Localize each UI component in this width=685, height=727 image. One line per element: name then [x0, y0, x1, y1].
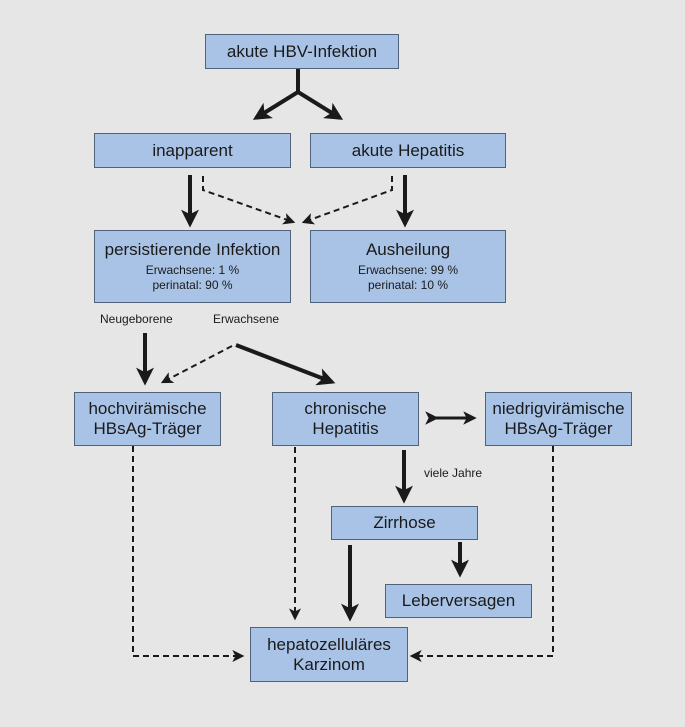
label-erwachsene: Erwachsene	[213, 312, 280, 326]
box-niedrigviraemische-hbsag-traeger: niedrigvirämische HBsAg-Träger	[485, 392, 632, 446]
persistierende-erwachsene: Erwachsene: 1 %	[145, 263, 240, 277]
box-hochviraemische-hbsag-traeger: hochvirämische HBsAg-Träger	[74, 392, 221, 446]
akute-hbv-label: akute HBV-Infektion	[226, 41, 378, 61]
dashed-arrow-hochviraemisch-hcc	[132, 446, 245, 662]
hcc-line2: Karzinom	[293, 654, 365, 674]
niedrigviraemische-line1: niedrigvirämische	[492, 399, 625, 418]
dashed-arrow-hepatitis-gap	[301, 176, 393, 225]
persistierende-perinatal: perinatal: 90 %	[152, 278, 233, 292]
hochviraemische-line1: hochvirämische	[88, 399, 207, 418]
hcc-line1: hepatozelluläres	[267, 634, 391, 654]
label-neugeborene: Neugeborene	[100, 312, 173, 326]
zirrhose-label: Zirrhose	[373, 513, 436, 532]
ausheilung-title: Ausheilung	[365, 240, 451, 259]
akute-hepatitis-label: akute Hepatitis	[351, 140, 465, 160]
inapparent-label: inapparent	[152, 140, 233, 160]
box-akute-hbv-infektion: akute HBV-Infektion	[205, 34, 399, 69]
ausheilung-erwachsene: Erwachsene: 99 %	[357, 263, 459, 277]
box-hepatozellulaeres-karzinom: hepatozelluläres Karzinom	[250, 627, 408, 682]
arrow-erwachsene-chronisch	[235, 343, 336, 386]
chronische-line2: Hepatitis	[312, 419, 379, 438]
hochviraemische-line2: HBsAg-Träger	[93, 419, 202, 438]
box-inapparent: inapparent	[94, 133, 291, 168]
box-chronische-hepatitis: chronische Hepatitis	[272, 392, 419, 446]
dashed-arrow-niedrigviraemisch-hcc	[409, 446, 554, 662]
ausheilung-perinatal: perinatal: 10 %	[367, 278, 449, 292]
box-persistierende-infektion: persistierende Infektion Erwachsene: 1 %…	[94, 230, 291, 303]
dashed-arrow-inapparent-gap	[202, 176, 296, 225]
label-viele-jahre: viele Jahre	[424, 466, 483, 480]
box-zirrhose: Zirrhose	[331, 506, 478, 540]
box-akute-hepatitis: akute Hepatitis	[310, 133, 506, 168]
niedrigviraemische-line2: HBsAg-Träger	[504, 419, 613, 438]
split-arrows	[252, 67, 344, 120]
box-leberversagen: Leberversagen	[385, 584, 532, 618]
leberversagen-label: Leberversagen	[401, 591, 516, 610]
box-ausheilung: Ausheilung Erwachsene: 99 % perinatal: 1…	[310, 230, 506, 303]
chronische-line1: chronische	[304, 399, 387, 418]
dashed-arrow-erwachsene-hochviraemisch	[160, 345, 233, 384]
persistierende-title: persistierende Infektion	[104, 240, 281, 259]
